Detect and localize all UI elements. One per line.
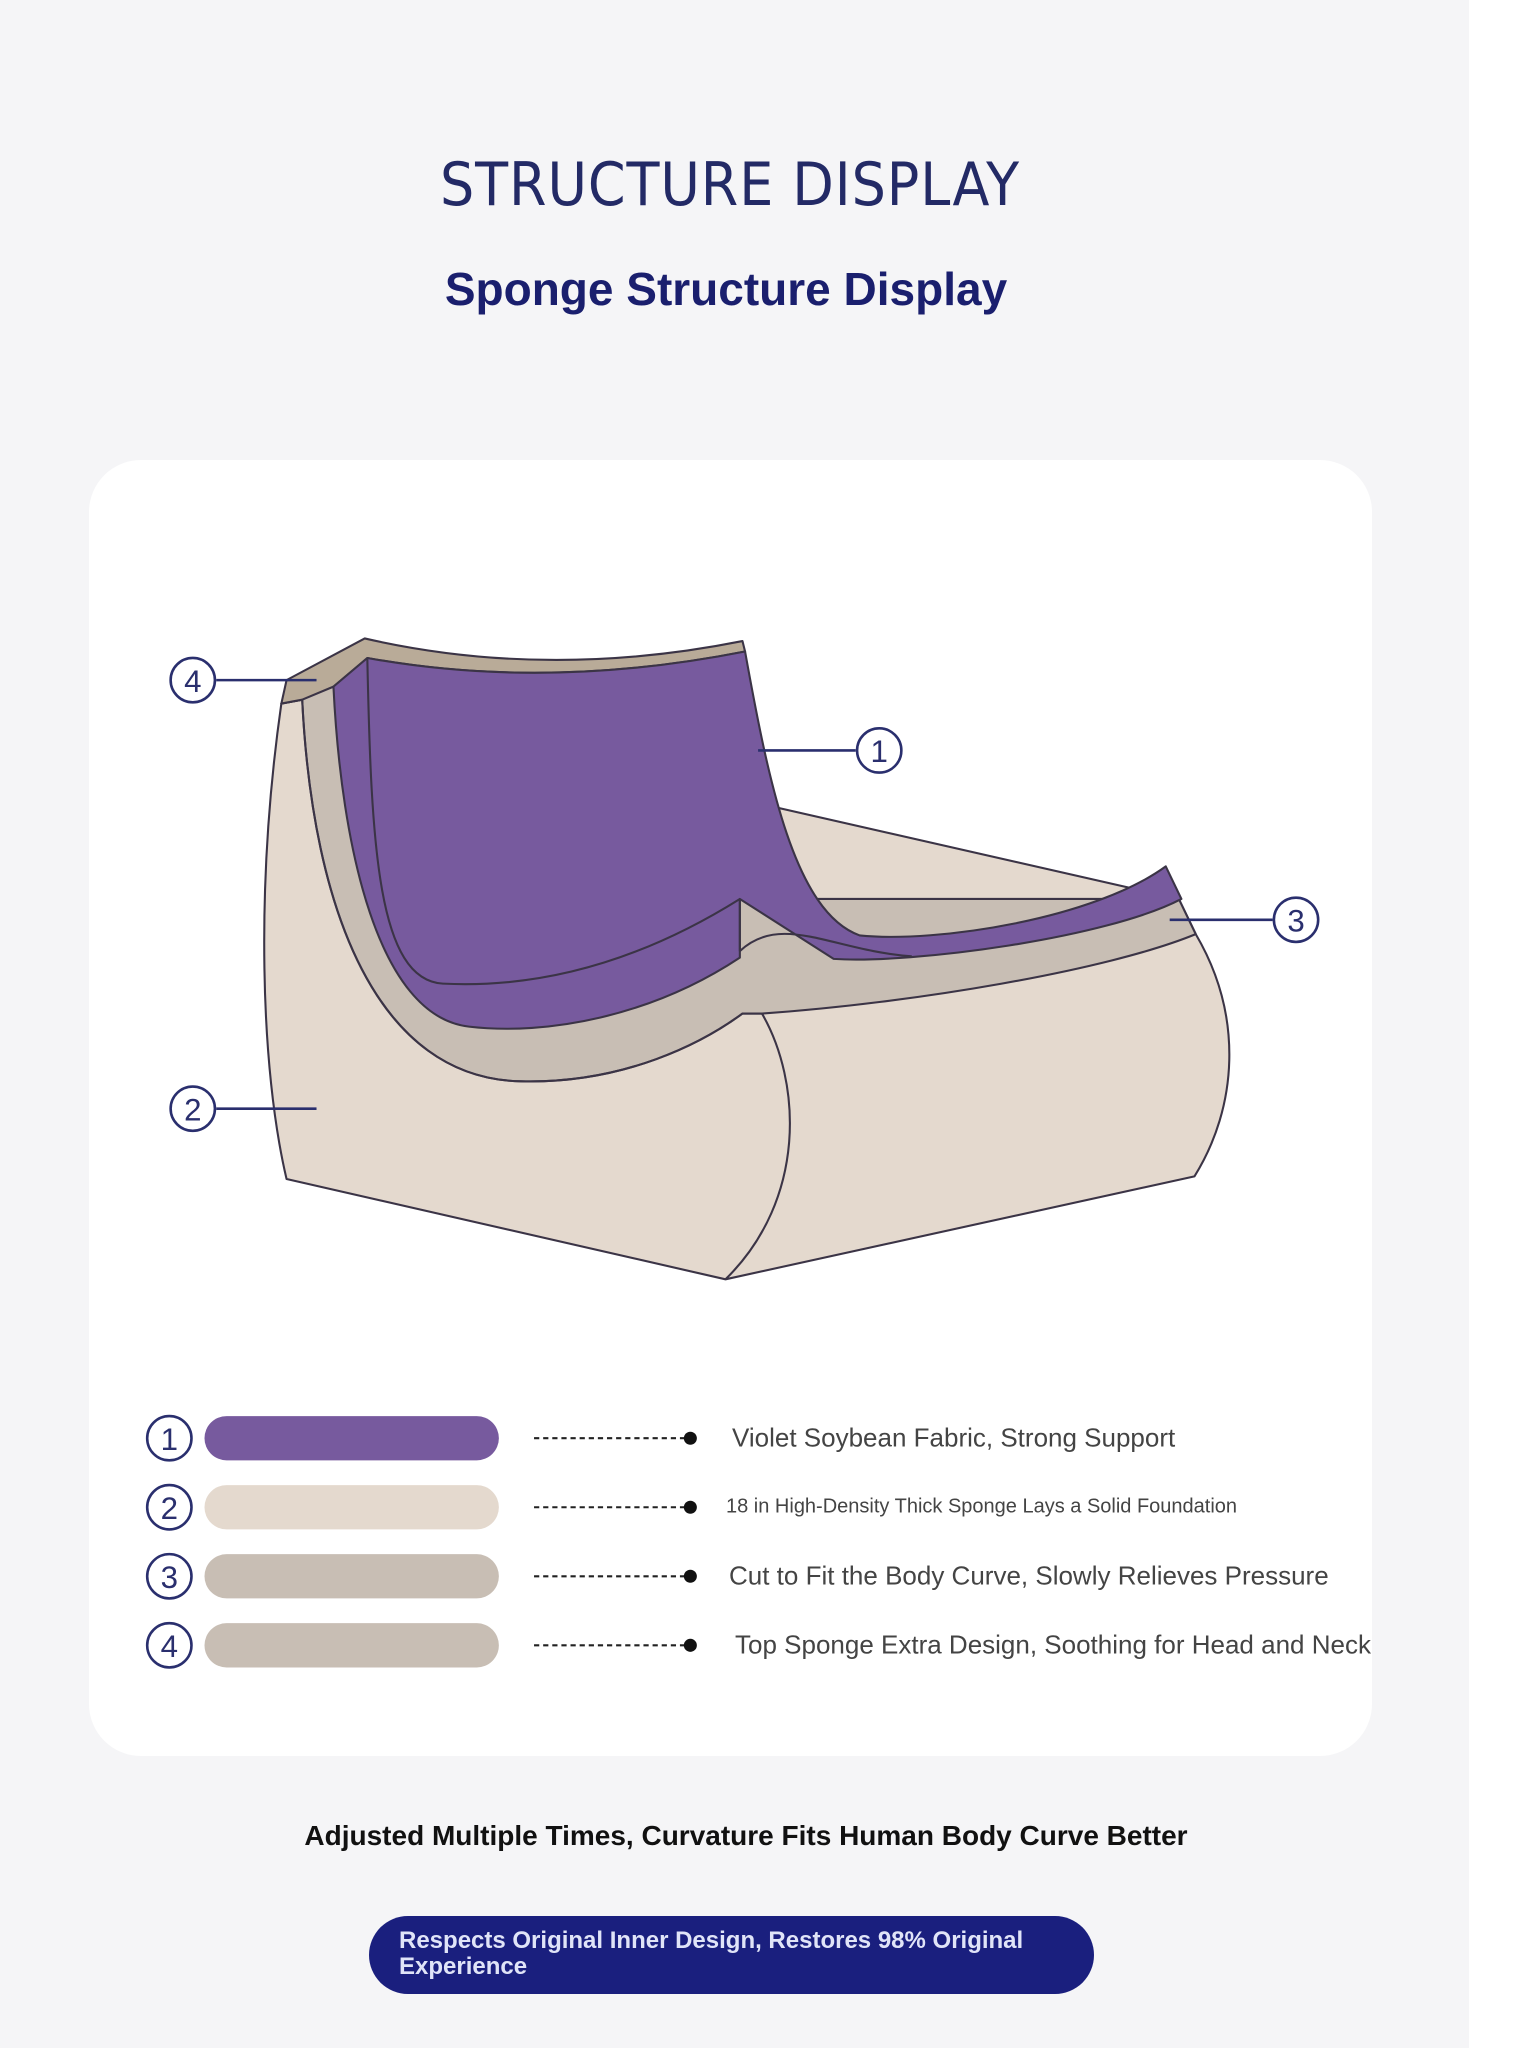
legend-marks: 1 2 3 4 — [145, 1414, 697, 1669]
legend-row-2: 2 — [145, 1483, 697, 1531]
legend-description: Cut to Fit the Body Curve, Slowly Reliev… — [729, 1560, 1329, 1591]
callout-3 — [1169, 896, 1320, 944]
legend-color-swatch — [204, 1485, 499, 1530]
callout-4 — [169, 656, 317, 704]
feature-banner: Respects Original Inner Design, Restores… — [369, 1916, 1094, 1994]
caption: Adjusted Multiple Times, Curvature Fits … — [304, 1820, 1188, 1851]
violet-seat-edge — [738, 898, 912, 958]
legend-color-swatch — [204, 1623, 499, 1668]
base-seam — [724, 1013, 791, 1281]
callout-4-number: 4 — [184, 664, 201, 699]
legend-description: Top Sponge Extra Design, Soothing for He… — [735, 1629, 1371, 1660]
layer-1-violet-fabric — [332, 650, 1183, 1030]
legend-number: 1 — [161, 1422, 178, 1457]
legend-connector-dot — [683, 1638, 697, 1652]
legend-row-1: 1 — [145, 1414, 697, 1462]
page-subtitle: Sponge Structure Display — [444, 263, 1008, 315]
legend-connector-dot — [683, 1569, 697, 1583]
legend-description: Violet Soybean Fabric, Strong Support — [732, 1422, 1176, 1453]
callout-2 — [169, 1085, 317, 1133]
page-title: STRUCTURE DISPLAY — [439, 150, 1021, 220]
legend-connector-dot — [683, 1431, 697, 1445]
legend-number-badge — [145, 1621, 193, 1669]
callout-1 — [758, 727, 903, 774]
right-margin-strip — [1469, 0, 1537, 2048]
violet-inner-edge — [366, 657, 741, 986]
legend-number-badge — [145, 1414, 193, 1462]
chair-illustration — [263, 637, 1231, 1281]
legend-number-badge — [145, 1483, 193, 1531]
legend-number: 4 — [161, 1629, 178, 1664]
legend-number-badge — [145, 1552, 193, 1600]
legend-number: 3 — [161, 1560, 178, 1595]
legend-color-swatch — [204, 1554, 499, 1599]
legend-row-4: 4 — [145, 1621, 697, 1669]
legend-number: 2 — [161, 1491, 178, 1526]
callout-3-number: 3 — [1287, 904, 1304, 939]
callout-2-number: 2 — [184, 1092, 201, 1127]
legend-color-swatch — [204, 1416, 499, 1461]
callout-1-number: 1 — [871, 734, 888, 769]
layer-3-edge — [301, 699, 762, 1083]
legend-description: 18 in High-Density Thick Sponge Lays a S… — [726, 1495, 1238, 1518]
legend-row-3: 3 — [145, 1552, 697, 1600]
legend-connector-dot — [683, 1500, 697, 1514]
